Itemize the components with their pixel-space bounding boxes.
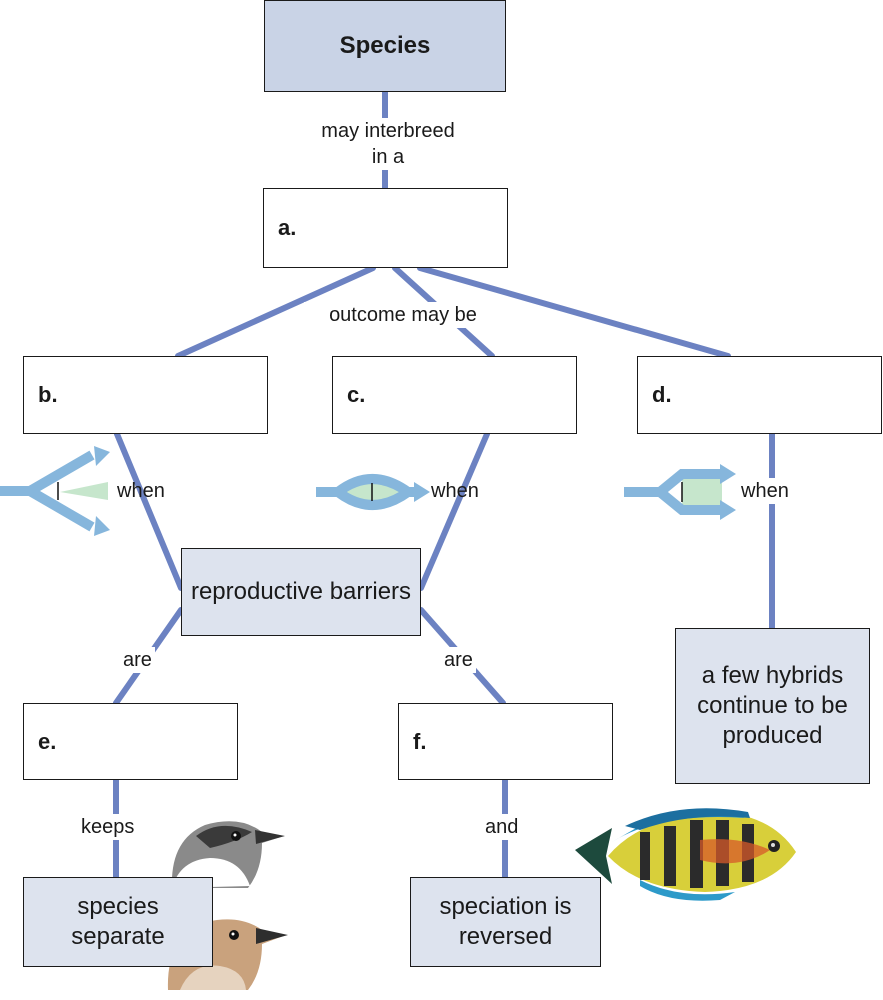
link-label-and: and [482,814,522,840]
link-label-may-interbreed-line2: in a [371,146,405,168]
link-label-may-interbreed-line1: may interbreed [321,120,455,142]
box-a: a. [263,188,508,268]
divergence-arrow-icon [0,446,110,536]
species-separate-text: species separate [71,893,165,950]
link-label-are-f: are [441,647,476,673]
few-hybrids-text: a few hybrids continue to be produced [697,662,848,749]
link-label-outcome: outcome may be [304,302,502,328]
connector-a-b [175,265,376,359]
few-hybrids-box: a few hybrids continue to be produced [675,628,870,784]
link-label-keeps: keeps [78,814,138,840]
box-f-label: f. [413,728,427,754]
fusion-arrow-icon [316,474,430,510]
box-f: f. [398,703,613,780]
box-b-label: b. [38,382,58,407]
connector-c-barriers [418,431,490,591]
box-a-label: a. [278,215,297,240]
cichlid-fish-icon [575,808,796,901]
connector-a-d [417,265,731,359]
box-d: d. [637,356,882,434]
gray-bird-head-icon [171,821,285,888]
reproductive-barriers-text: reproductive barriers [190,578,412,605]
box-c: c. [332,356,577,434]
species-box: Species [264,0,506,92]
link-label-are-e: are [120,647,155,673]
parallel-arrow-icon [624,464,736,520]
speciation-reversed-text: speciation is reversed [439,893,572,950]
speciation-reversed-box: speciation is reversed [410,877,601,967]
link-label-when-d: when [738,478,792,504]
link-label-may-interbreed: may interbreed in a [296,118,480,170]
box-e-label: e. [38,728,57,754]
link-label-when-b: when [117,480,165,502]
box-d-label: d. [652,382,672,407]
connector-b-barriers [114,431,184,591]
reproductive-barriers-box: reproductive barriers [181,548,421,636]
box-e: e. [23,703,238,780]
link-label-when-c: when [431,480,479,502]
box-c-label: c. [347,382,366,407]
box-b: b. [23,356,268,434]
species-separate-box: species separate [23,877,213,967]
species-title: Species [339,32,431,59]
